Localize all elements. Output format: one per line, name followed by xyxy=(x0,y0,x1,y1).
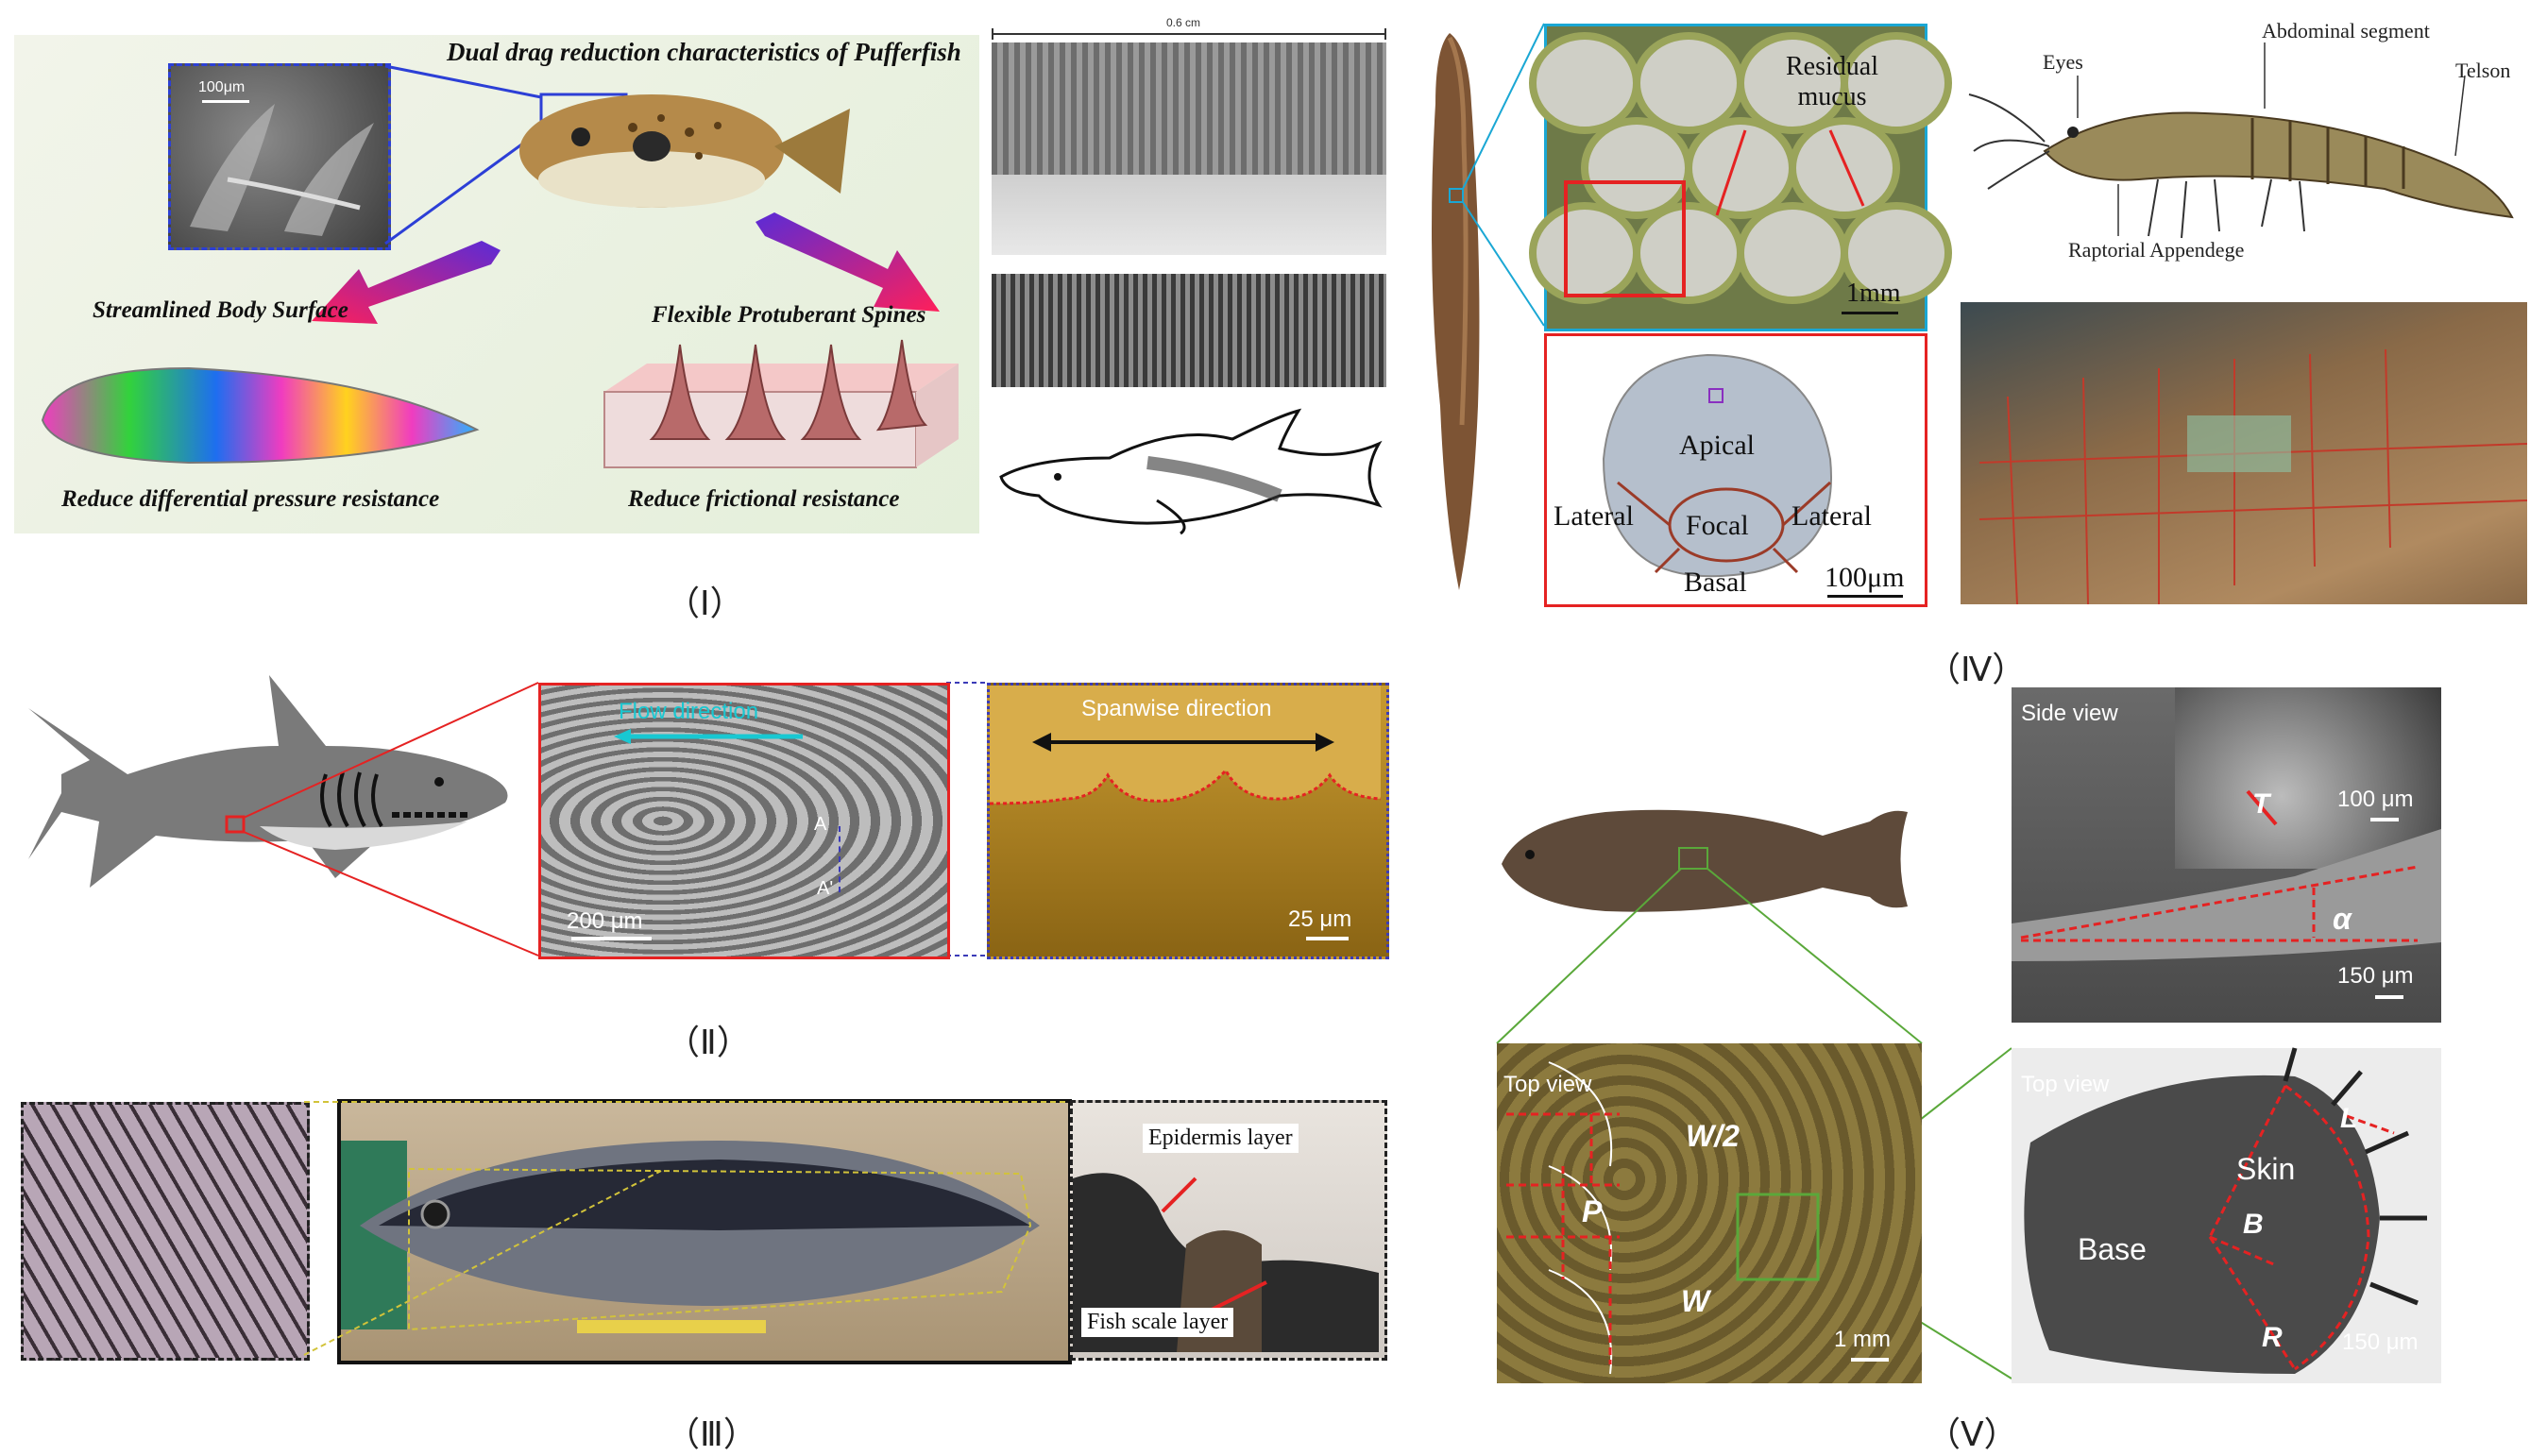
l-label: L xyxy=(2340,1103,2358,1134)
sem-spines-graphic xyxy=(190,104,374,236)
top-view-b-label: Top view xyxy=(2021,1072,2110,1097)
scale-100um-v-label: 100 μm xyxy=(2337,787,2414,812)
denticle-sem-image xyxy=(538,683,950,959)
b-label: B xyxy=(2243,1209,2264,1240)
mantis-shrimp-illustration xyxy=(1968,93,2514,239)
telson-label: Telson xyxy=(2455,59,2511,82)
film-scale-bar xyxy=(992,28,1386,40)
side-view-label: Side view xyxy=(2021,701,2118,726)
film-scale-label: 0.6 cm xyxy=(1166,16,1201,29)
fish-scale-layer-label: Fish scale layer xyxy=(1081,1308,1234,1337)
w-half-label: W/2 xyxy=(1686,1119,1740,1153)
pressure-effect-label: Reduce differential pressure resistance xyxy=(61,486,440,512)
scale-100um-bar xyxy=(1827,595,1903,598)
riblet-film-bottom xyxy=(992,274,1386,387)
flounder-top-view-photo xyxy=(1497,1043,1922,1383)
base-label: Base xyxy=(2078,1232,2147,1266)
mark-a-prime: A' xyxy=(817,878,834,899)
w-label: W xyxy=(1681,1284,1710,1318)
r-label: R xyxy=(2262,1322,2283,1353)
abdominal-label: Abdominal segment xyxy=(2262,19,2430,42)
scale-top-view-graphic xyxy=(2024,1047,2427,1374)
flow-direction-label: Flow direction xyxy=(619,699,759,724)
scale-200um-bar xyxy=(571,937,652,940)
side-view-graphic xyxy=(2012,789,2441,961)
roman-numeral-3: （Ⅲ） xyxy=(666,1415,757,1453)
roman-numeral-2: （Ⅱ） xyxy=(666,1024,751,1061)
spines-graphic xyxy=(603,339,959,468)
basal-label: Basal xyxy=(1684,567,1747,598)
scale-150um-a-label: 150 μm xyxy=(2337,963,2414,989)
eyes-label: Eyes xyxy=(2043,50,2083,74)
scale-25um: 25 μm xyxy=(1288,906,1352,932)
scale-100um-label: 100μm xyxy=(1825,562,1905,593)
streamlined-body-graphic xyxy=(41,366,480,465)
lateral-left-label: Lateral xyxy=(1554,500,1634,532)
scale-1mm-v-bar xyxy=(1851,1358,1889,1362)
pufferfish-illustration xyxy=(519,94,850,208)
scale-200um: 200 μm xyxy=(567,908,643,934)
roman-numeral-4: （Ⅳ） xyxy=(1927,651,2027,688)
pufferfish-scale-bar xyxy=(202,100,249,103)
p-label: P xyxy=(1582,1194,1603,1228)
mark-a: A xyxy=(814,814,827,835)
eel-scales-graphic xyxy=(1529,32,1952,304)
left-arrow xyxy=(312,241,501,324)
shark-illustration xyxy=(28,675,508,888)
streamlined-label: Streamlined Body Surface xyxy=(93,297,348,323)
t-label: T xyxy=(2252,788,2270,820)
scale-25um-bar xyxy=(1306,937,1349,940)
focal-label: Focal xyxy=(1686,510,1749,541)
section-line xyxy=(839,826,841,892)
scale-100um-v-bar xyxy=(2370,818,2399,821)
flounder-illustration xyxy=(1502,809,1908,912)
scale-150um-a-bar xyxy=(2375,995,2403,999)
epidermis-label: Epidermis layer xyxy=(1143,1124,1299,1153)
scale-1mm-label: 1mm xyxy=(1846,279,1901,308)
scale-1mm-v-label: 1 mm xyxy=(1834,1327,1891,1352)
shrimp-shell-graphic xyxy=(1978,348,2528,605)
skin-label: Skin xyxy=(2236,1152,2296,1186)
right-arrow xyxy=(756,212,940,312)
residual-mucus-label: Residual mucus xyxy=(1786,52,1878,111)
pufferfish-title: Dual drag reduction characteristics of P… xyxy=(447,38,961,66)
dolphin-illustration xyxy=(999,408,1383,535)
eel-illustration xyxy=(1432,33,1480,590)
top-view-a-label: Top view xyxy=(1503,1072,1592,1097)
fish-skin-closeup xyxy=(21,1102,310,1361)
spanwise-label: Spanwise direction xyxy=(1081,696,1272,721)
scale-150um-b-label: 150 μm xyxy=(2342,1329,2419,1355)
tuna-body xyxy=(341,1141,1040,1333)
flow-arrow xyxy=(614,729,803,744)
raptorial-label: Raptorial Appendege xyxy=(2068,238,2245,262)
lateral-right-label: Lateral xyxy=(1791,500,1872,532)
apical-label: Apical xyxy=(1679,430,1755,461)
roman-numeral-1: （Ⅰ） xyxy=(666,584,744,622)
pufferfish-scale-label: 100μm xyxy=(198,79,246,95)
alpha-label: α xyxy=(2333,902,2352,936)
side-view-inset xyxy=(2175,687,2441,869)
friction-effect-label: Reduce frictional resistance xyxy=(628,486,900,512)
spines-label: Flexible Protuberant Spines xyxy=(652,302,926,328)
flounder-top-view-graphic xyxy=(1506,1061,1820,1375)
single-scale-diagram xyxy=(1602,353,1832,578)
riblet-profile xyxy=(989,686,1382,805)
riblet-film-top-lower xyxy=(992,175,1386,255)
scale-1mm-bar xyxy=(1842,312,1898,314)
roman-numeral-5: （Ⅴ） xyxy=(1927,1415,2018,1453)
